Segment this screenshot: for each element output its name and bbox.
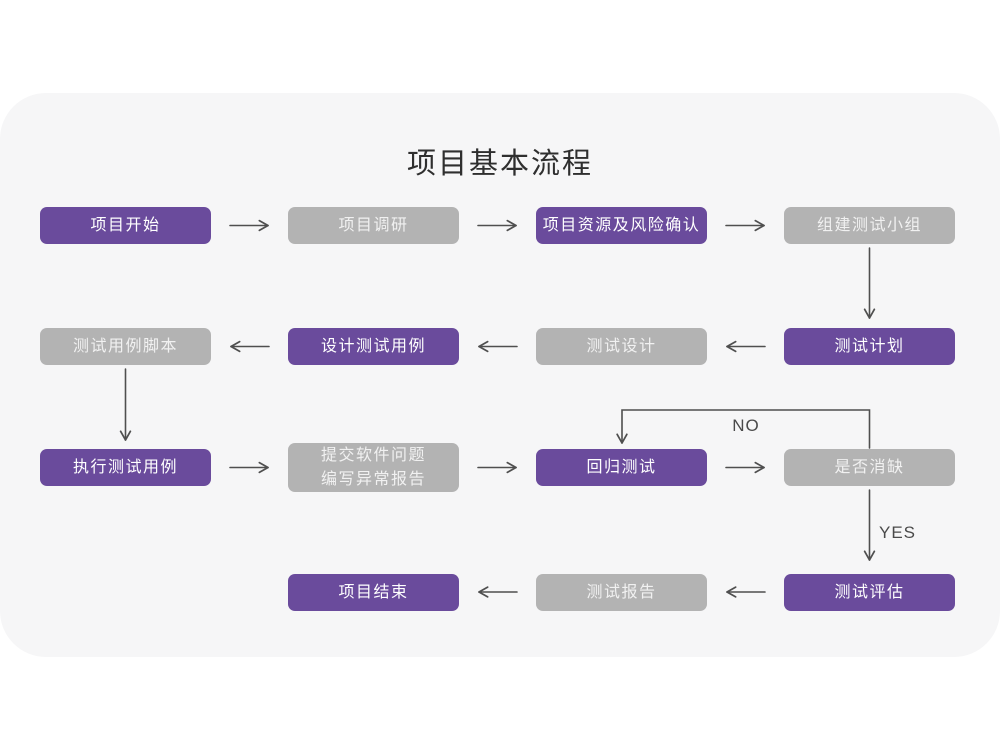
node-defect-resolved: 是否消缺 [784, 449, 955, 486]
node-execute-test-case: 执行测试用例 [40, 449, 211, 486]
node-test-case-script: 测试用例脚本 [40, 328, 211, 365]
node-project-end: 项目结束 [288, 574, 459, 611]
node-test-design: 测试设计 [536, 328, 707, 365]
node-submit-issue-report: 提交软件问题 编写异常报告 [288, 443, 459, 492]
node-label: 项目结束 [338, 583, 409, 601]
node-design-test-case: 设计测试用例 [288, 328, 459, 365]
node-label: 项目调研 [338, 216, 409, 234]
node-label: 组建测试小组 [816, 216, 922, 234]
node-label: 测试用例脚本 [72, 337, 178, 355]
node-build-test-team: 组建测试小组 [784, 207, 955, 244]
node-label: 设计测试用例 [320, 337, 426, 355]
node-label: 回归测试 [586, 458, 657, 476]
page-title: 项目基本流程 [406, 148, 593, 180]
node-label: 测试设计 [586, 337, 657, 355]
node-label: 项目资源及风险确认 [542, 216, 701, 234]
node-label: 测试评估 [834, 583, 905, 601]
node-label: 测试报告 [586, 583, 657, 601]
node-resource-risk-confirm: 项目资源及风险确认 [536, 207, 707, 244]
node-test-plan: 测试计划 [784, 328, 955, 365]
node-label: 是否消缺 [834, 458, 905, 476]
node-project-research: 项目调研 [288, 207, 459, 244]
node-label: 执行测试用例 [72, 458, 178, 476]
node-test-report: 测试报告 [536, 574, 707, 611]
node-test-evaluation: 测试评估 [784, 574, 955, 611]
node-label: 测试计划 [834, 337, 905, 355]
node-project-start: 项目开始 [40, 207, 211, 244]
yes-label: YES [879, 523, 917, 542]
flowchart-card [0, 93, 1000, 657]
node-regression-test: 回归测试 [536, 449, 707, 486]
node-label: 提交软件问题 编写异常报告 [320, 447, 426, 488]
node-label: 项目开始 [90, 216, 161, 234]
no-label: NO [732, 416, 760, 435]
